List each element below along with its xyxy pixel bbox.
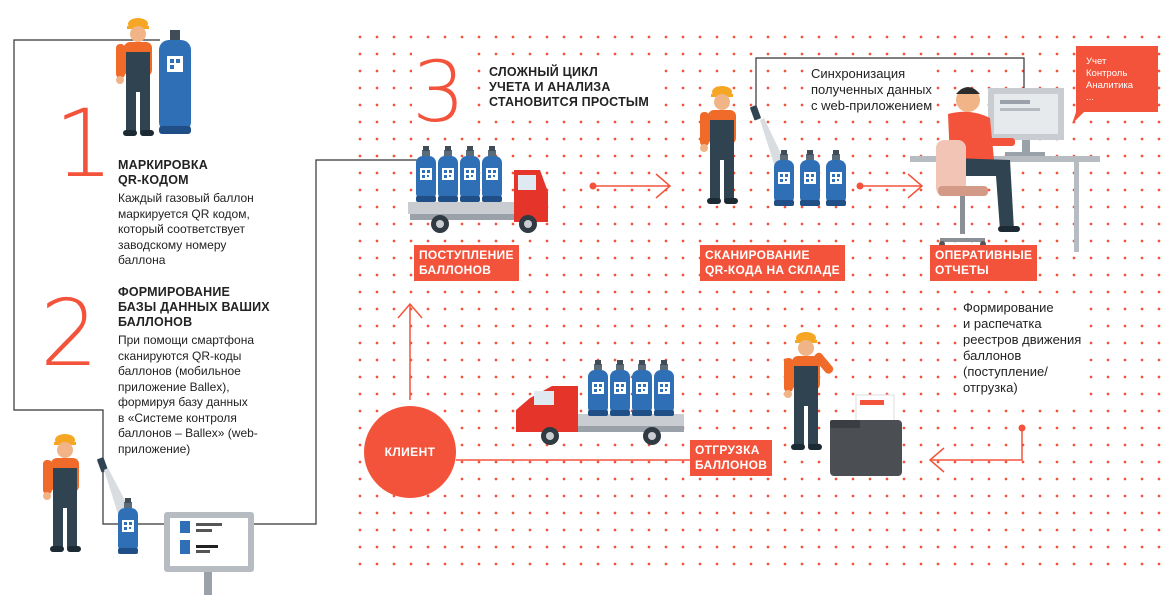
step-2-text-line: формируя базу данных xyxy=(118,395,248,409)
worker-warehouse-illustration xyxy=(700,86,761,204)
label-scan-line: СКАНИРОВАНИЕ xyxy=(705,248,810,262)
bubble-line: Контроль xyxy=(1086,68,1128,79)
step-2-number: 2 xyxy=(40,280,99,387)
step-1-number: 1 xyxy=(54,90,114,199)
step-2-text-line: При помощи смартфона xyxy=(118,333,255,347)
client-label: КЛИЕНТ xyxy=(384,445,436,459)
label-arrival-line: БАЛЛОНОВ xyxy=(419,263,492,277)
arrow-client-to-arrival xyxy=(397,302,423,400)
step-1-text-line: Каждый газовый баллон xyxy=(118,191,254,205)
step-2-title-line: ФОРМИРОВАНИЕ xyxy=(118,285,231,299)
registry-caption: Формирование и распечатка реестров движе… xyxy=(960,300,1085,396)
step-1-text-line: который соответствует xyxy=(118,222,246,236)
sync-caption-line: Синхронизация xyxy=(811,66,906,81)
label-reports: ОПЕРАТИВНЫЕ ОТЧЕТЫ xyxy=(930,245,1038,281)
folder-illustration xyxy=(830,394,902,476)
label-scan: СКАНИРОВАНИЕ QR-КОДА НА СКЛАДЕ xyxy=(700,245,845,281)
worker-marking-illustration xyxy=(116,18,154,136)
step-1-title-line: МАРКИРОВКА xyxy=(118,158,208,172)
step-3-title: СЛОЖНЫЙ ЦИКЛ УЧЕТА И АНАЛИЗА СТАНОВИТСЯ … xyxy=(486,64,652,111)
sync-caption-line: полученных данных xyxy=(811,82,932,97)
label-shipment-line: ОТГРУЗКА xyxy=(695,443,760,457)
step-2-title-line: БАЛЛОНОВ xyxy=(118,315,193,329)
label-shipment: ОТГРУЗКА БАЛЛОНОВ xyxy=(690,440,773,476)
registry-caption-line: отгрузка) xyxy=(963,380,1018,395)
step-1-title: МАРКИРОВКА QR-КОДОМ xyxy=(118,158,208,188)
step-3-title-line: СТАНОВИТСЯ ПРОСТЫМ xyxy=(489,95,649,109)
registry-caption-line: и распечатка xyxy=(963,316,1042,331)
step-1-text-line: баллона xyxy=(118,253,166,267)
worker-registry-illustration xyxy=(784,332,834,450)
step-3-title-line: УЧЕТА И АНАЛИЗА xyxy=(489,80,611,94)
step-2-text-line: приложение Ballex), xyxy=(118,379,230,394)
registry-caption-line: (поступление/ xyxy=(963,364,1048,379)
large-cylinder-illustration xyxy=(159,30,191,134)
label-scan-line: QR-КОДА НА СКЛАДЕ xyxy=(705,263,840,277)
label-reports-line: ОПЕРАТИВНЫЕ xyxy=(935,248,1033,262)
step-3-title-line: СЛОЖНЫЙ ЦИКЛ xyxy=(489,65,598,79)
connector-line-left xyxy=(13,39,164,525)
bubble-line: Аналитика xyxy=(1086,80,1134,91)
report-bubble-shape xyxy=(1072,46,1158,124)
registry-caption-line: баллонов xyxy=(963,348,1022,363)
arrow-arrival-to-scan xyxy=(589,173,672,199)
connector-line-center xyxy=(252,159,420,525)
step-1-text-line: заводскому номеру xyxy=(118,237,227,252)
report-bubble-text: Учет Контроль Аналитика ... xyxy=(1086,56,1133,104)
client-circle xyxy=(364,406,456,498)
step-2-title-line: БАЗЫ ДАННЫХ ВАШИХ xyxy=(118,300,270,314)
label-shipment-line: БАЛЛОНОВ xyxy=(695,458,768,472)
step-2-text-line: баллонов – Ballex» (web- xyxy=(118,426,258,440)
worker-scanning-illustration xyxy=(43,434,108,552)
step-2-title: ФОРМИРОВАНИЕ БАЗЫ ДАННЫХ ВАШИХ БАЛЛОНОВ xyxy=(118,285,270,330)
step-3-number: 3 xyxy=(412,43,466,141)
sync-caption-line: с web-приложением xyxy=(811,98,933,113)
arrow-reports-to-registry xyxy=(928,424,1026,473)
registry-caption-line: Формирование xyxy=(963,300,1054,315)
scan-beam xyxy=(104,468,130,514)
bubble-line: Учет xyxy=(1086,56,1107,67)
warehouse-cylinders xyxy=(774,150,846,206)
warehouse-scan-beam xyxy=(760,118,784,164)
arrow-scan-to-reports xyxy=(856,173,924,199)
label-reports-line: ОТЧЕТЫ xyxy=(935,263,989,277)
step-1-title-line: QR-КОДОМ xyxy=(118,173,189,187)
step-2-text-line: приложение) xyxy=(118,441,191,456)
step-1-text-line: маркируется QR кодом, xyxy=(118,206,250,221)
step-2-text-line: в «Системе контроля xyxy=(118,410,237,425)
registry-caption-line: реестров движения xyxy=(963,332,1082,347)
sync-caption: Синхронизация полученных данных с web-пр… xyxy=(808,66,936,114)
step-2-text-line: баллонов (мобильное xyxy=(118,364,241,378)
step-2-description: При помощи смартфона сканируются QR-коды… xyxy=(118,333,258,457)
label-arrival-line: ПОСТУПЛЕНИЕ xyxy=(419,248,514,262)
truck-arrival-illustration xyxy=(408,170,548,233)
step-2-text-line: сканируются QR-коды xyxy=(118,348,242,363)
office-chair-illustration xyxy=(936,140,988,247)
step-1-description: Каждый газовый баллон маркируется QR код… xyxy=(118,191,254,269)
database-monitor-illustration xyxy=(164,512,254,595)
connector-line-sync xyxy=(755,57,1025,112)
label-arrival: ПОСТУПЛЕНИЕ БАЛЛОНОВ xyxy=(414,245,519,281)
bubble-line: ... xyxy=(1086,92,1094,103)
office-desk-illustration xyxy=(910,88,1100,252)
truck-shipment-illustration xyxy=(516,386,684,445)
office-worker-illustration xyxy=(948,87,1020,232)
